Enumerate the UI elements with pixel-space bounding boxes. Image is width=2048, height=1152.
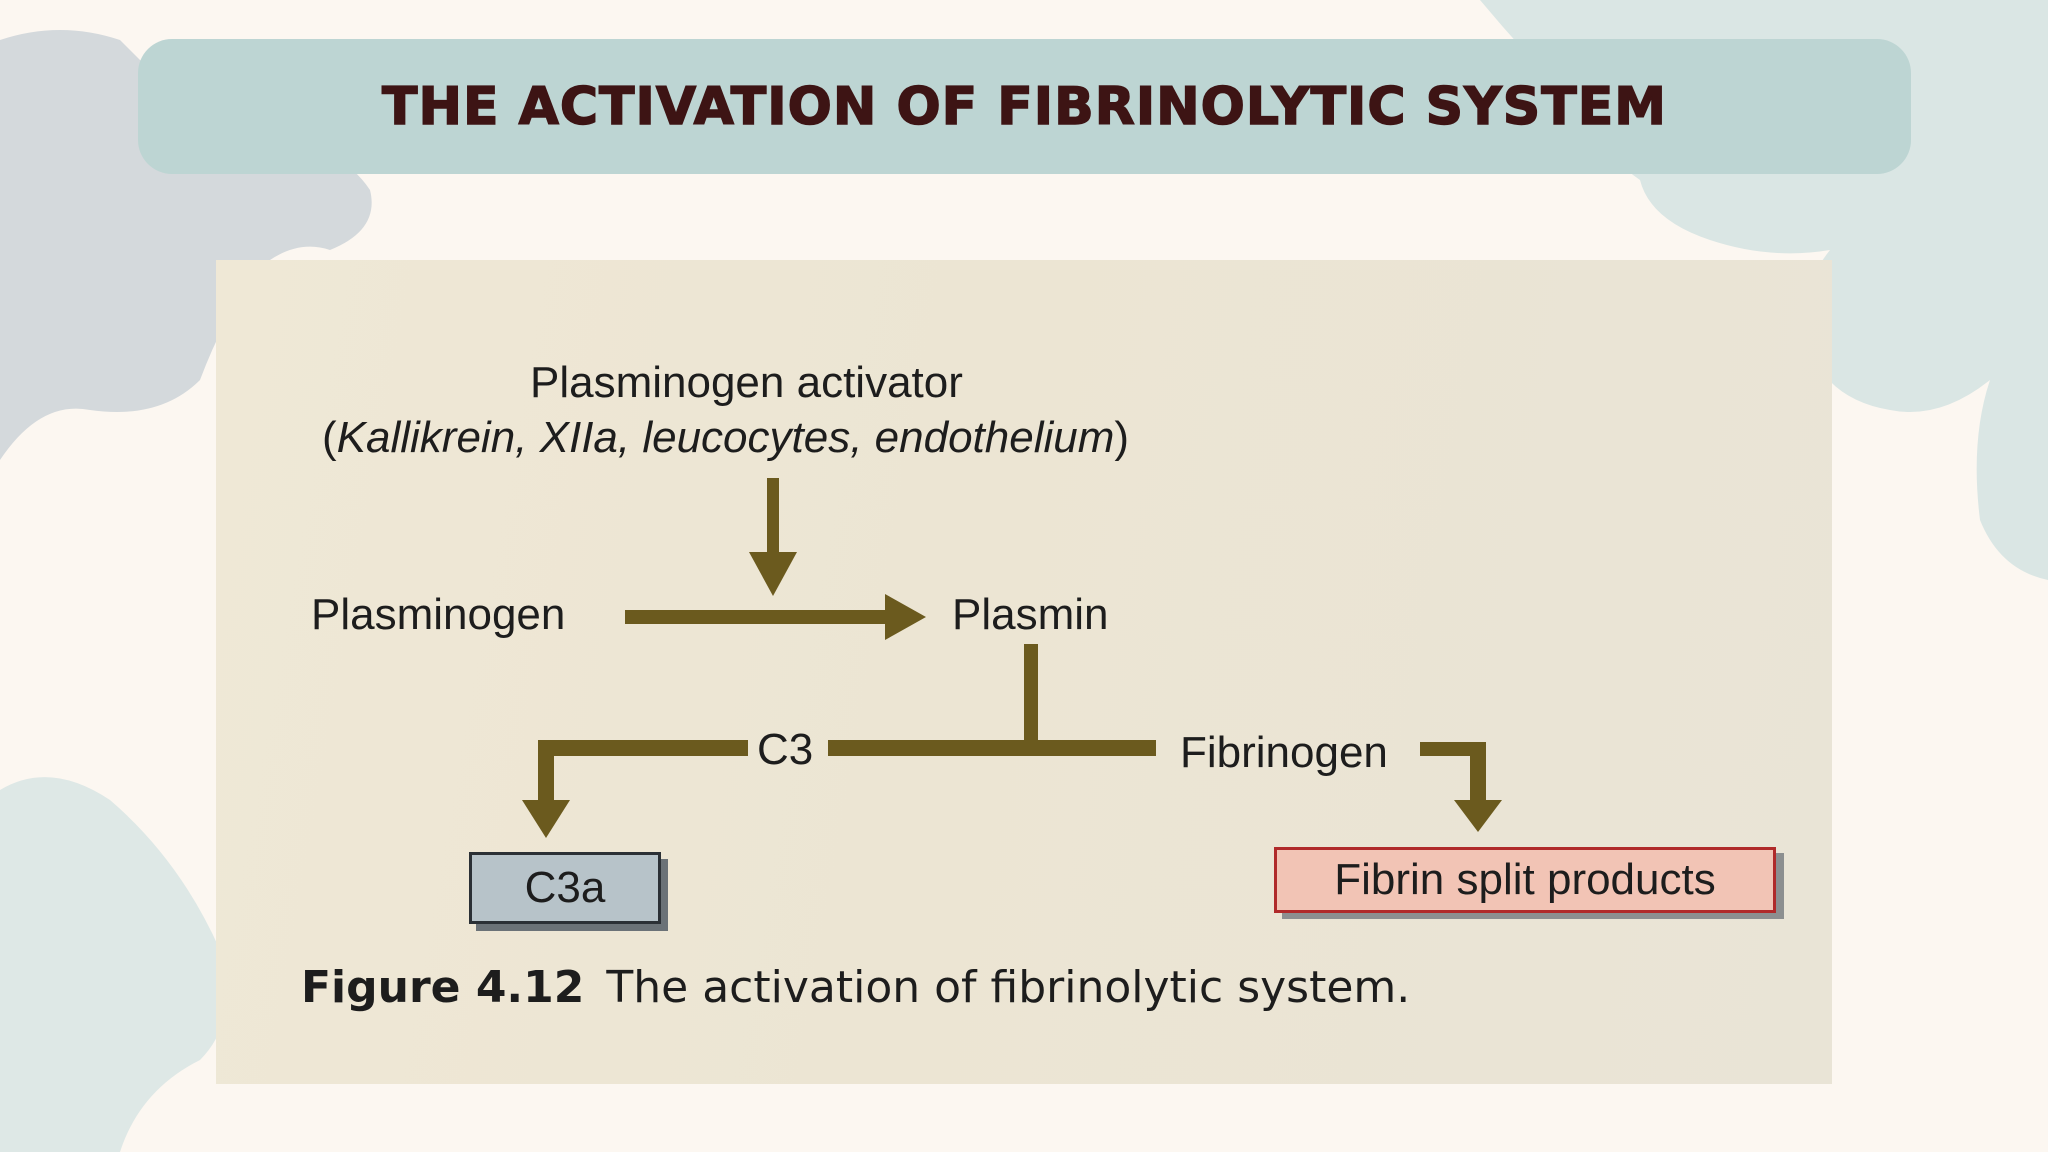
background-blob-bottom-left [0,777,227,1152]
figure-caption: Figure 4.12 The activation of fibrinolyti… [301,962,1410,1013]
plasmin-stem [1024,644,1038,748]
activator-arrow-shaft [767,478,779,563]
activator-open-paren: ( [322,413,337,462]
diagram-arrows [522,478,1502,838]
conversion-arrow-head [885,594,926,640]
fibrinogen-label: Fibrinogen [1180,728,1388,777]
fsp-arrow-head [1454,800,1502,832]
activator-arrow-head [749,552,797,596]
c3-branch-line-right [828,740,1156,756]
c3-label: C3 [757,725,814,774]
fibrin-split-products-label: Fibrin split products [1334,855,1716,904]
activator-sources-label: (Kallikrein, XIIa, leucocytes, endotheli… [322,413,1129,463]
figure-caption-text: The activation of fibrinolytic system. [606,962,1411,1013]
conversion-arrow-shaft [625,610,895,624]
c3a-label: C3a [524,863,606,912]
c3a-arrow-head [522,800,570,838]
slide-title: THE ACTIVATION OF FIBRINOLYTIC SYSTEM [381,76,1667,138]
plasminogen-activator-label: Plasminogen activator [530,358,963,407]
background-blob-left [0,30,372,460]
figure-number: Figure 4.12 [301,962,585,1013]
title-banner: THE ACTIVATION OF FIBRINOLYTIC SYSTEM [138,39,1911,174]
c3-branch-line-left [538,740,748,756]
activator-close-paren: ) [1114,413,1130,462]
plasmin-label: Plasmin [952,590,1109,639]
fsp-arrow-shaft [1470,742,1486,808]
activator-sources-text: Kallikrein, XIIa, leucocytes, endotheliu… [336,413,1115,462]
c3a-box: C3a [469,852,661,924]
c3a-arrow-shaft [538,740,554,810]
figure-photo: Plasminogen activator (Kallikrein, XIIa,… [216,260,1832,1084]
fsp-branch-line [1420,742,1484,756]
fibrin-split-products-box: Fibrin split products [1274,847,1776,913]
plasminogen-label: Plasminogen [311,590,566,639]
